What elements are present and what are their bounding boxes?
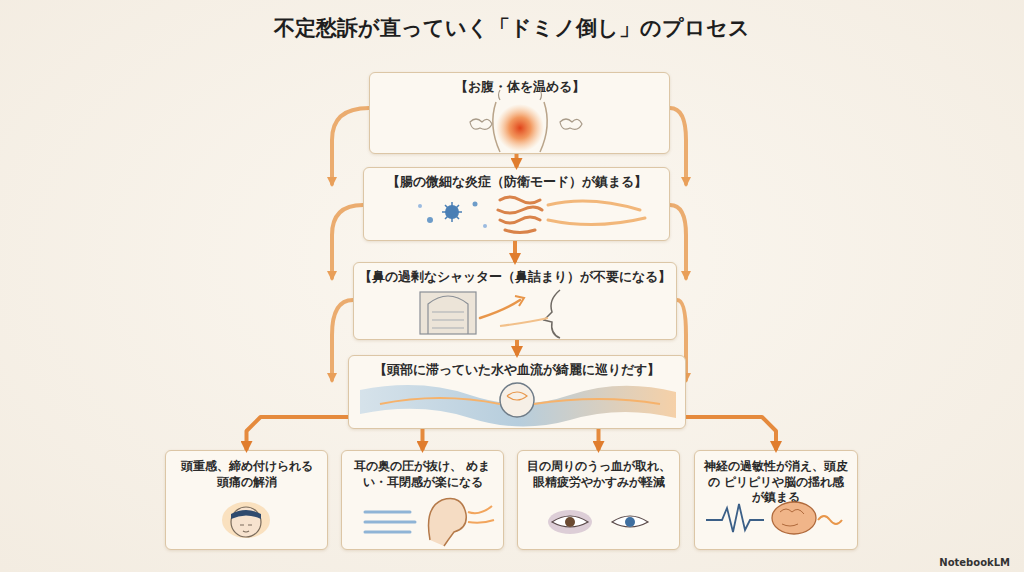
- title: 不定愁訴が直っていく「ドミノ倒し」のプロセス: [0, 14, 1024, 42]
- flow-arrow: [247, 417, 349, 450]
- flow-arrow: [515, 340, 519, 355]
- process-box: 【頭部に滞っていた水や血流が綺麗に巡りだす】: [348, 355, 686, 429]
- flow-arrow: [597, 429, 601, 450]
- box-text: 【お腹・体を温める】: [370, 73, 669, 96]
- box-text: 神経の過敏性が消え、頭皮の ピリピリや脳の揺れ感が鎮まる: [695, 451, 857, 506]
- flow-arrow: [515, 154, 519, 167]
- result-box: 耳の奥の圧が抜け、 めまい・耳閉感が楽になる: [341, 450, 504, 550]
- process-box: 【腸の微細な炎症（防衛モード）が鎮まる】: [363, 167, 670, 241]
- box-text: 【頭部に滞っていた水や血流が綺麗に巡りだす】: [349, 356, 685, 379]
- flow-arrow: [513, 241, 517, 262]
- box-text: 耳の奥の圧が抜け、 めまい・耳閉感が楽になる: [342, 451, 503, 490]
- process-box: 【鼻の過剰なシャッター（鼻詰まり）が不要になる】: [353, 262, 677, 340]
- process-box: 【お腹・体を温める】: [369, 72, 670, 154]
- side-arrow: [670, 108, 686, 184]
- box-text: 【鼻の過剰なシャッター（鼻詰まり）が不要になる】: [354, 263, 676, 286]
- box-text: 目の周りのうっ血が取れ、 眼精疲労やかすみが軽減: [518, 451, 679, 490]
- box-text: 頭重感、締め付けられる 頭痛の解消: [166, 451, 327, 490]
- box-text: 【腸の微細な炎症（防衛モード）が鎮まる】: [364, 168, 669, 191]
- flow-arrow: [686, 417, 776, 450]
- result-box: 頭重感、締め付けられる 頭痛の解消: [165, 450, 328, 550]
- result-box: 目の周りのうっ血が取れ、 眼精疲労やかすみが軽減: [517, 450, 680, 550]
- flow-arrow: [421, 429, 425, 450]
- result-box: 神経の過敏性が消え、頭皮の ピリピリや脳の揺れ感が鎮まる: [694, 450, 858, 550]
- watermark: NotebookLM: [939, 557, 1010, 568]
